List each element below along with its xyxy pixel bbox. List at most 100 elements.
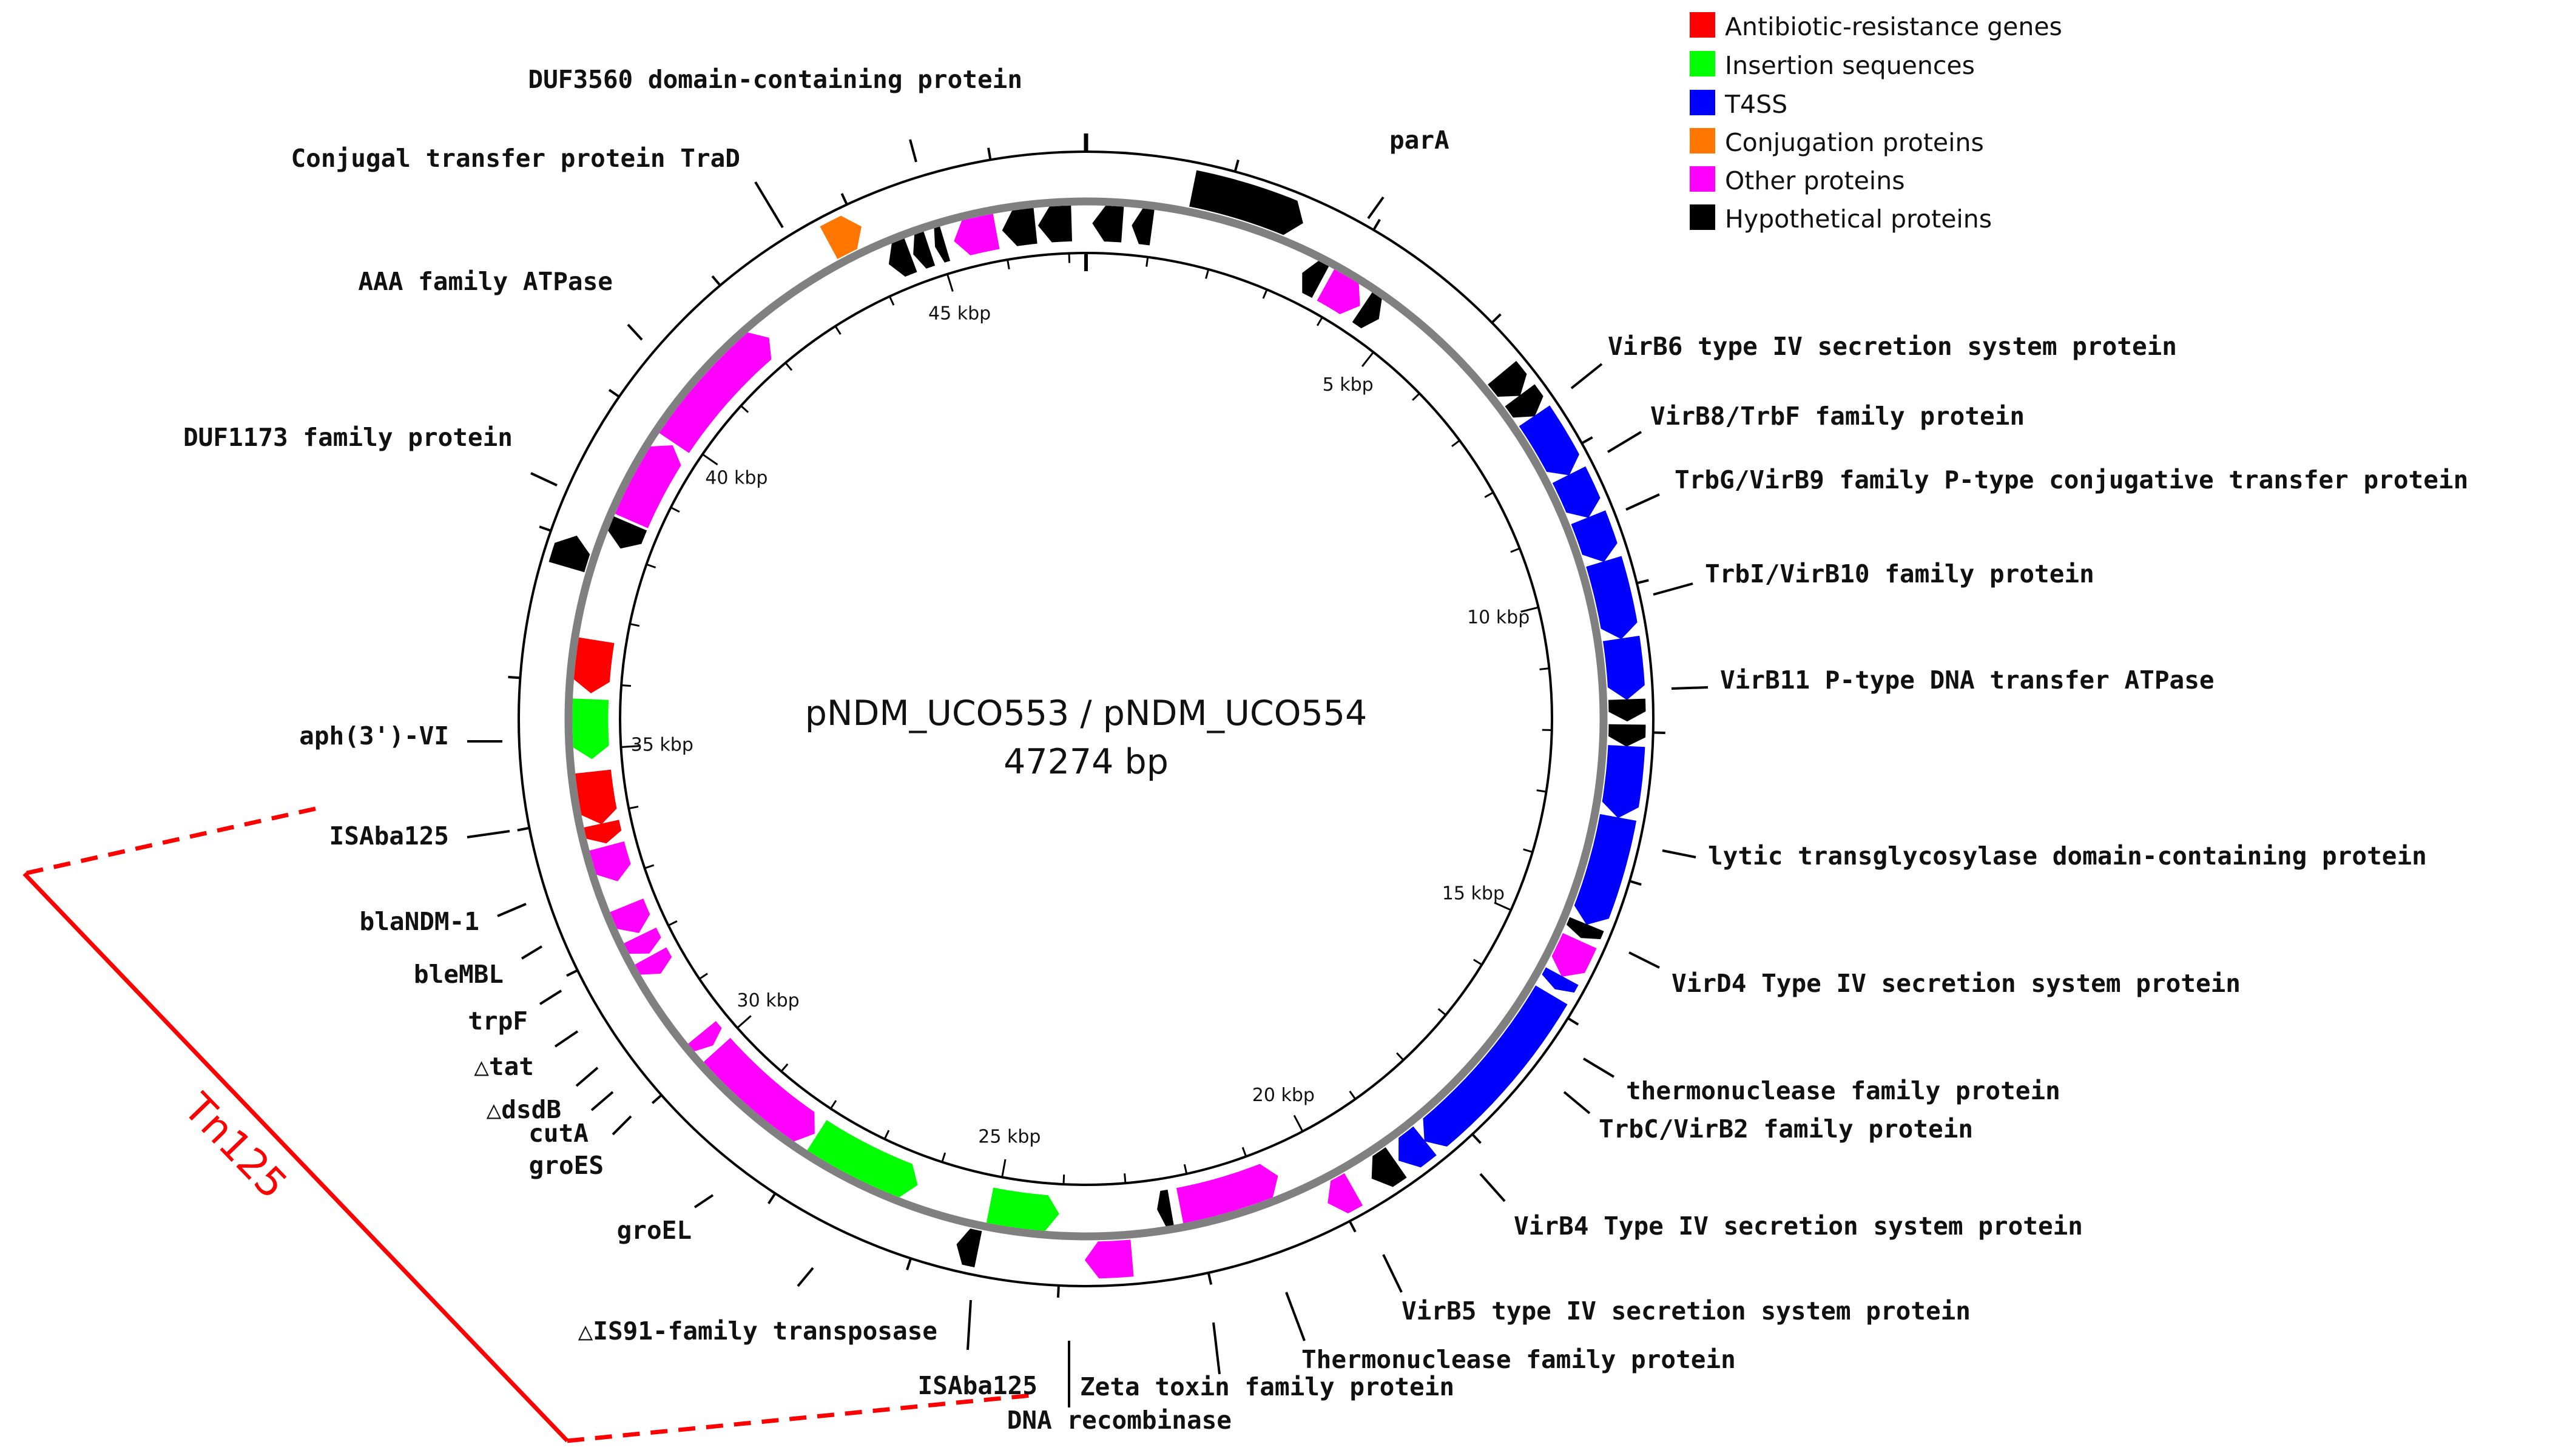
- inner-tick: [621, 745, 639, 748]
- inner-tick: [829, 1100, 837, 1110]
- outer-tick: [1629, 880, 1642, 886]
- gene-arrow-other: [703, 1037, 815, 1142]
- gene-arrow-other: [589, 841, 631, 881]
- label-virb4: VirB4 Type IV secretion system protein: [1514, 1212, 2083, 1241]
- gene-arrows: [548, 170, 1646, 1279]
- inner-tick: [737, 1015, 752, 1029]
- gene-arrow-other: [610, 898, 650, 933]
- gene-arrow-resistance: [575, 769, 617, 824]
- label-is91: △IS91-family transposase: [578, 1316, 937, 1346]
- gene-arrow-hypothetical: [1352, 292, 1382, 329]
- inner-tick: [1494, 902, 1511, 911]
- inner-tick: [1510, 547, 1520, 553]
- gene-arrow-other: [1317, 269, 1360, 314]
- inner-tick: [1473, 959, 1483, 966]
- gene-arrow-hypothetical: [913, 231, 936, 269]
- outer-tick: [1372, 218, 1381, 231]
- inner-tick: [621, 684, 632, 687]
- legend-swatch-insertion: [1690, 51, 1715, 76]
- gene-arrow-t4ss: [1574, 814, 1637, 925]
- label-aph3-vi: aph(3')-VI: [299, 721, 449, 750]
- tn125-label: Tn125: [175, 1084, 297, 1208]
- legend-label-t4ss: T4SS: [1724, 90, 1787, 119]
- label-para: parA: [1389, 126, 1449, 155]
- gene-arrow-other: [635, 947, 672, 975]
- outer-tick: [711, 275, 721, 286]
- gene-arrow-t4ss: [1602, 745, 1645, 818]
- gene-arrow-hypothetical: [1189, 170, 1303, 235]
- outer-tick: [1491, 313, 1502, 324]
- legend-label-conjugation: Conjugation proteins: [1725, 128, 1984, 157]
- inner-tick: [888, 295, 895, 306]
- gene-arrow-t4ss: [1542, 967, 1579, 993]
- legend-label-resistance: Antibiotic-resistance genes: [1725, 12, 2062, 41]
- inner-tick: [1007, 259, 1010, 270]
- label-trpf: trpF: [468, 1006, 528, 1036]
- backbone-circle: [564, 197, 1608, 1241]
- label-groel: groEL: [617, 1216, 692, 1245]
- label-duf3560: DUF3560 domain-containing protein: [528, 65, 1022, 94]
- outer-tick: [539, 525, 552, 532]
- gene-arrow-other: [659, 332, 772, 453]
- gene-arrow-t4ss: [1552, 466, 1601, 518]
- gene-arrow-hypothetical: [1566, 917, 1604, 940]
- kbp-label: 15 kbp: [1442, 883, 1505, 904]
- kbp-label: 20 kbp: [1252, 1085, 1315, 1106]
- gene-arrow-other: [1551, 933, 1597, 977]
- outer-tick: [508, 675, 521, 679]
- legend: Antibiotic-resistance genes Insertion se…: [1690, 12, 2062, 234]
- label-dna-recombinase: DNA recombinase: [1007, 1406, 1232, 1435]
- label-thermonuclease-right: thermonuclease family protein: [1626, 1076, 2060, 1105]
- kbp-label: 10 kbp: [1467, 607, 1530, 628]
- inner-tick: [1451, 439, 1460, 447]
- gene-arrow-other: [1176, 1164, 1278, 1224]
- gene-arrow-t4ss: [1398, 1126, 1437, 1168]
- label-trad: Conjugal transfer protein TraD: [291, 144, 740, 173]
- label-lytic: lytic transglycosylase domain-containing…: [1708, 841, 2427, 871]
- gene-arrow-other: [615, 445, 681, 528]
- label-thermonuclease-bottom: Thermonuclease family protein: [1301, 1345, 1736, 1374]
- legend-swatch-t4ss: [1690, 90, 1715, 115]
- outer-tick: [1581, 436, 1593, 445]
- label-virD4: VirD4 Type IV secretion system protein: [1672, 969, 2241, 998]
- gene-arrow-resistance: [573, 637, 615, 693]
- inner-tick: [1145, 257, 1149, 267]
- inner-tick: [1520, 606, 1539, 613]
- inner-tick: [780, 1063, 789, 1073]
- label-virb5: VirB5 type IV secretion system protein: [1402, 1296, 1971, 1326]
- inner-tick: [702, 453, 718, 466]
- gene-arrow-hypothetical: [1037, 205, 1073, 243]
- gene-arrow-insertion: [986, 1187, 1059, 1231]
- inner-tick: [1412, 393, 1420, 401]
- gene-arrow-insertion: [807, 1120, 918, 1198]
- inner-tick: [1539, 667, 1550, 670]
- label-isaba125-top: ISAba125: [329, 821, 449, 851]
- inner-tick: [1001, 1159, 1007, 1178]
- label-trbg-virb9: TrbG/VirB9 family P-type conjugative tra…: [1675, 465, 2468, 494]
- label-duf1173: DUF1173 family protein: [183, 423, 513, 452]
- inner-tick: [784, 362, 793, 371]
- gene-arrow-hypothetical: [1505, 384, 1543, 418]
- label-virb6: VirB6 type IV secretion system protein: [1608, 332, 2177, 361]
- gene-arrow-t4ss: [1571, 510, 1618, 562]
- plasmid-length: 47274 bp: [1004, 742, 1169, 782]
- outer-tick: [906, 1258, 913, 1270]
- gene-arrow-hypothetical: [1371, 1147, 1407, 1187]
- label-zeta-toxin: Zeta toxin family protein: [1080, 1372, 1454, 1401]
- tn125-bracket: Tn125: [22, 806, 1032, 1443]
- gene-arrow-other: [1084, 1239, 1134, 1279]
- gene-arrow-hypothetical: [956, 1228, 982, 1267]
- gene-arrow-t4ss: [1519, 405, 1579, 476]
- inner-tick: [629, 806, 639, 810]
- label-aaa-atpase: AAA family ATPase: [358, 267, 613, 296]
- inner-tick: [1316, 317, 1323, 326]
- label-virb8-trbf: VirB8/TrbF family protein: [1650, 402, 2025, 431]
- outer-tick: [1233, 160, 1240, 172]
- inner-tick: [629, 622, 640, 627]
- inner-tick: [941, 1152, 946, 1162]
- inner-tick: [1437, 1008, 1446, 1016]
- label-blembl: bleMBL: [414, 960, 504, 989]
- gene-arrow-conjugation: [820, 215, 862, 260]
